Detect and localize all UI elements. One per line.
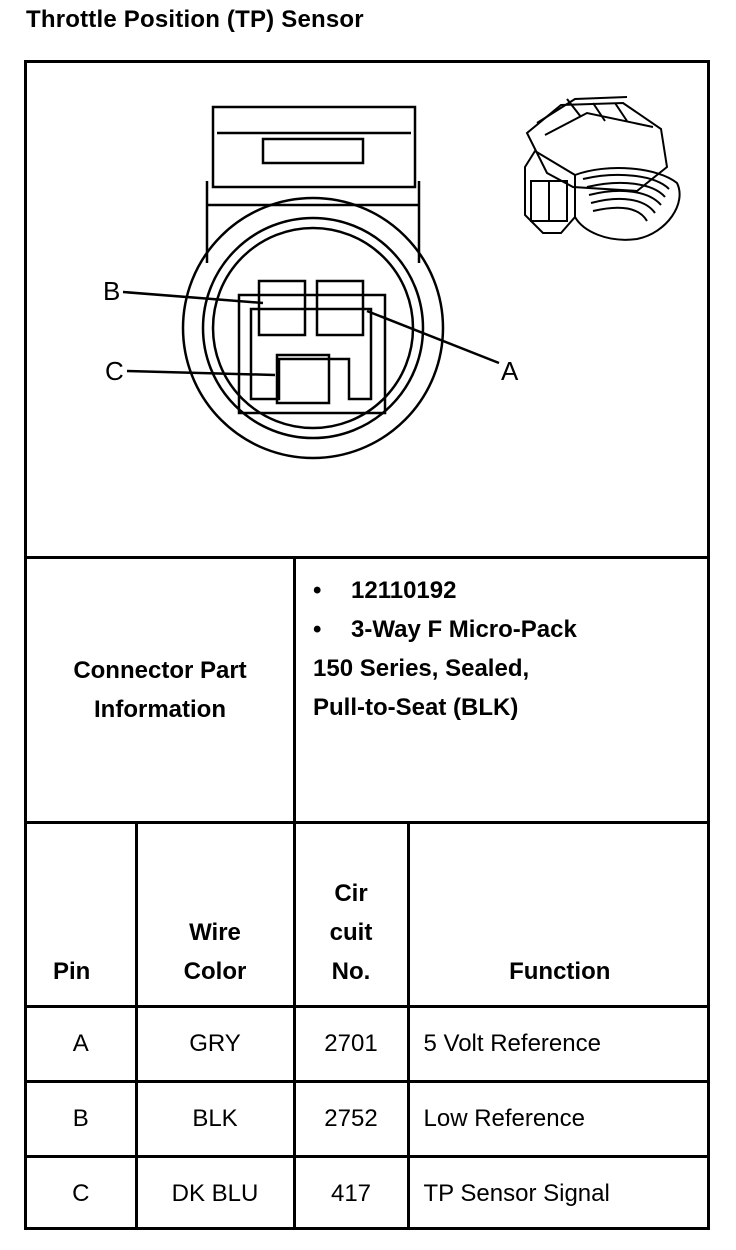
cell-function: 5 Volt Reference — [408, 1006, 710, 1083]
terminal-c — [275, 353, 331, 405]
cell-wire-color: DK BLU — [136, 1156, 296, 1230]
connector-info-label: Connector Part Information — [27, 559, 296, 821]
cell-function: TP Sensor Signal — [423, 1180, 610, 1207]
bullet-icon: • — [313, 616, 322, 643]
connector-info-row: Connector Part Information • 12110192 • … — [27, 559, 707, 824]
connector-seat: Pull-to-Seat (BLK) — [313, 694, 519, 721]
header-function: Function — [408, 821, 710, 1008]
table-row: A GRY 2701 5 Volt Reference — [27, 1006, 710, 1083]
cell-circuit: 2752 — [294, 1081, 410, 1158]
leader-c — [126, 369, 276, 377]
cell-pin: C — [27, 1156, 138, 1230]
table-row: B BLK 2752 Low Reference — [27, 1081, 710, 1158]
cell-pin: A — [27, 1006, 138, 1083]
connector-diagram: B C A — [27, 63, 707, 559]
cavity-outline — [249, 307, 373, 401]
leader-b — [122, 290, 264, 305]
pin-label-c: C — [105, 356, 124, 386]
connector-info-label-line1: Connector Part — [73, 657, 247, 684]
leader-a — [366, 309, 500, 365]
part-number-item: • 12110192 — [313, 571, 577, 610]
cell-pin: B — [27, 1081, 138, 1158]
terminal-a — [315, 279, 365, 337]
header-wire-color: Wire Color — [136, 821, 296, 1008]
connector-type: 3-Way F Micro-Pack — [351, 616, 577, 643]
header-circuit-line2: cuit — [329, 919, 373, 946]
header-pin: Pin — [27, 821, 138, 1008]
header-circuit-line1: Cir — [334, 880, 368, 907]
pin-label-b: B — [103, 276, 121, 306]
header-wire-color-line1: Wire — [189, 919, 241, 946]
connector-info-values: • 12110192 • 3-Way F Micro-Pack 150 Seri… — [313, 571, 577, 727]
connector-iso-view — [524, 96, 681, 241]
bullet-icon: • — [313, 577, 322, 604]
connector-outer-ring — [181, 196, 445, 460]
housing-slot — [261, 137, 365, 165]
housing-top — [211, 105, 417, 189]
page-title: Throttle Position (TP) Sensor — [26, 6, 364, 33]
table-row: C DK BLU 417 TP Sensor Signal — [27, 1156, 710, 1230]
connector-sheet: B C A Connector Part Information • 12110… — [24, 60, 710, 1230]
pin-label-a: A — [501, 356, 519, 386]
cell-function: Low Reference — [408, 1081, 710, 1158]
cell-circuit: 417 — [294, 1156, 410, 1230]
header-circuit: Cir cuit No. — [294, 821, 410, 1008]
connector-face-drawing — [122, 96, 681, 460]
cell-wire-color: GRY — [136, 1006, 296, 1083]
pin-table: Pin Wire Color Cir cuit No. Function A G… — [27, 821, 710, 1230]
part-number: 12110192 — [351, 577, 457, 604]
cell-wire-color: BLK — [136, 1081, 296, 1158]
cell-circuit: 2701 — [294, 1006, 410, 1083]
connector-series: 150 Series, Sealed, — [313, 655, 530, 682]
connector-type-item: • 3-Way F Micro-Pack — [313, 610, 577, 649]
terminal-b — [257, 279, 307, 337]
pin-table-header: Pin Wire Color Cir cuit No. Function — [27, 821, 710, 1008]
header-circuit-line3: No. — [331, 958, 371, 985]
header-wire-color-line2: Color — [183, 958, 247, 985]
connector-info-label-line2: Information — [94, 696, 226, 723]
